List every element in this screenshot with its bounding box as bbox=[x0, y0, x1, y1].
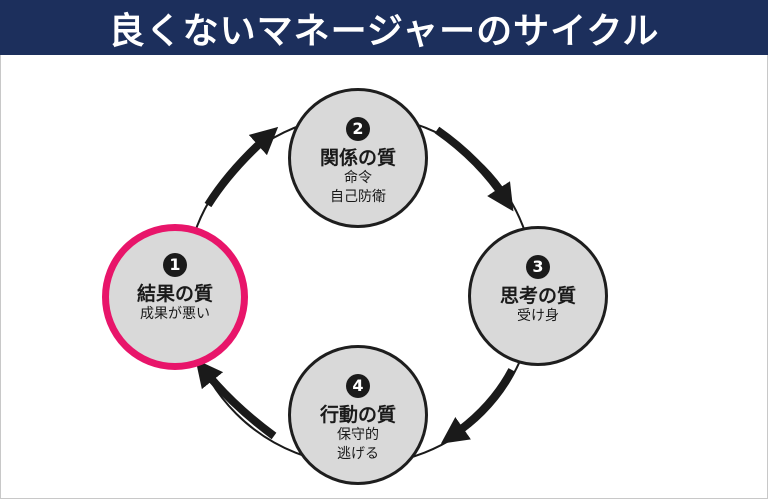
arrow-2-to-3 bbox=[434, 126, 514, 212]
node-relationship-quality: 2 関係の質 命令 自己防衛 bbox=[288, 88, 428, 228]
node-thinking-quality: 3 思考の質 受け身 bbox=[468, 226, 608, 366]
node-number-badge: 2 bbox=[346, 117, 370, 141]
node-sub-text: 成果が悪い bbox=[140, 306, 210, 322]
node-sub-text: 保守的 bbox=[337, 427, 379, 443]
node-sub-text: 自己防衛 bbox=[330, 189, 386, 205]
node-sub-text: 逃げる bbox=[337, 446, 379, 462]
arrow-3-to-4 bbox=[440, 368, 516, 444]
arrow-1-to-2 bbox=[204, 126, 279, 208]
arrow-4-to-1 bbox=[195, 359, 277, 440]
node-number-badge: 1 bbox=[163, 253, 187, 277]
node-label: 関係の質 bbox=[319, 147, 396, 169]
node-action-quality: 4 行動の質 保守的 逃げる bbox=[288, 345, 428, 485]
node-label: 結果の質 bbox=[136, 283, 213, 305]
diagram-title: 良くないマネージャーのサイクル bbox=[108, 10, 660, 52]
node-label: 思考の質 bbox=[499, 285, 576, 307]
node-result-quality: 1 結果の質 成果が悪い bbox=[102, 224, 248, 370]
node-number-badge: 4 bbox=[346, 374, 370, 398]
title-bar: 良くないマネージャーのサイクル bbox=[0, 0, 768, 55]
node-number-badge: 3 bbox=[526, 255, 550, 279]
node-sub-text: 命令 bbox=[344, 170, 372, 186]
node-label: 行動の質 bbox=[319, 404, 396, 426]
node-sub-text: 受け身 bbox=[517, 308, 559, 324]
